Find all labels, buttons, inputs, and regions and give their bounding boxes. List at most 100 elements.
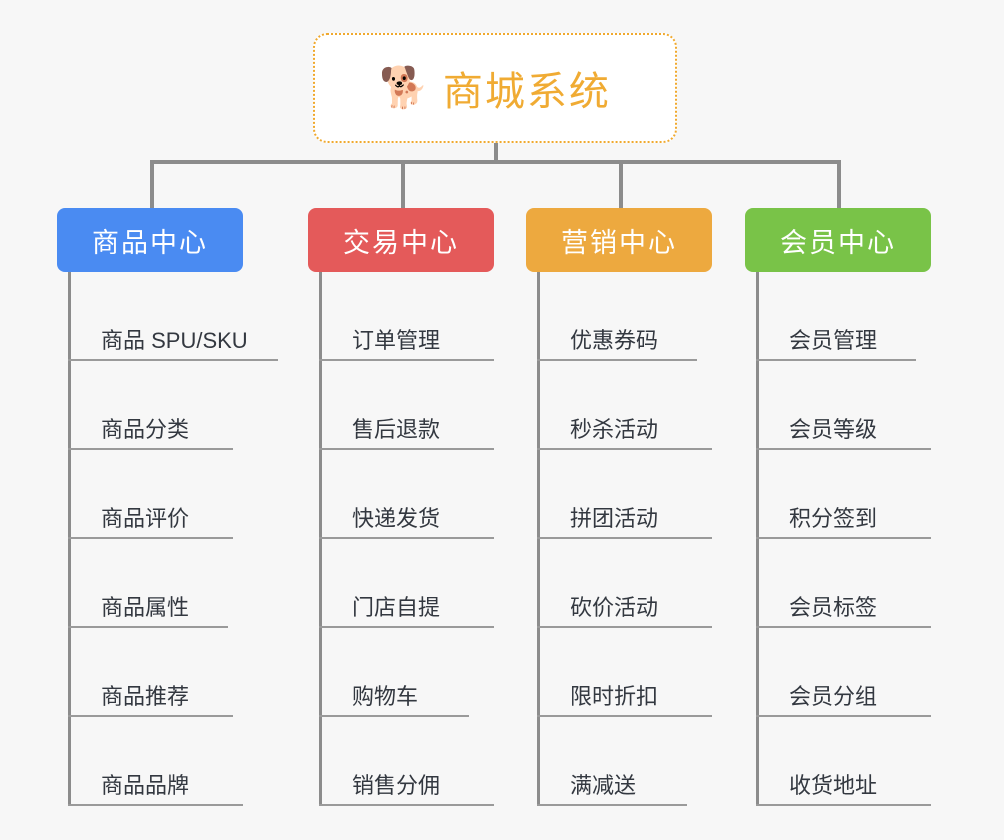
leaf-item-label: 会员管理 <box>789 327 878 353</box>
leaf-item[interactable]: 拼团活动 <box>526 450 712 539</box>
leaf-item-label: 商品属性 <box>101 594 190 620</box>
leaf-item[interactable]: 快递发货 <box>308 450 494 539</box>
leaf-item-underline <box>756 448 931 450</box>
leaf-item-label: 购物车 <box>352 683 419 709</box>
leaf-item[interactable]: 购物车 <box>308 628 494 717</box>
branch-drop-connector-marketing-center <box>619 160 623 208</box>
branch-drop-connector-product-center <box>150 160 154 208</box>
leaf-item-label: 商品分类 <box>101 416 190 442</box>
leaf-item-underline <box>537 715 712 717</box>
leaf-item-label: 订单管理 <box>352 327 441 353</box>
category-label: 营销中心 <box>561 227 677 258</box>
leaf-item-label: 砍价活动 <box>570 594 659 620</box>
leaf-list-marketing-center: 优惠券码秒杀活动拼团活动砍价活动限时折扣满减送 <box>526 272 712 806</box>
leaf-item-label: 积分签到 <box>789 505 878 531</box>
leaf-item[interactable]: 会员分组 <box>745 628 931 717</box>
branch-trade-center: 交易中心订单管理售后退款快递发货门店自提购物车销售分佣 <box>308 208 494 806</box>
leaf-item-underline <box>68 715 233 717</box>
leaf-item-label: 会员标签 <box>789 594 878 620</box>
category-box-trade-center[interactable]: 交易中心 <box>308 208 494 272</box>
leaf-trunk-connector <box>756 272 759 806</box>
leaf-item-label: 优惠券码 <box>570 327 659 353</box>
leaf-list-product-center: 商品 SPU/SKU 商品分类商品评价商品属性商品推荐商品品牌 <box>57 272 278 806</box>
leaf-item-underline <box>756 359 916 361</box>
leaf-item-underline <box>68 537 233 539</box>
root-node[interactable]: 🐕 商城系统 <box>313 33 677 143</box>
leaf-item-underline <box>537 804 687 806</box>
leaf-item-underline <box>537 359 697 361</box>
category-box-member-center[interactable]: 会员中心 <box>745 208 931 272</box>
branch-marketing-center: 营销中心优惠券码秒杀活动拼团活动砍价活动限时折扣满减送 <box>526 208 712 806</box>
branch-drop-connector-member-center <box>837 160 841 208</box>
leaf-item[interactable]: 限时折扣 <box>526 628 712 717</box>
leaf-item-label: 销售分佣 <box>352 772 441 798</box>
category-label: 商品中心 <box>92 227 208 258</box>
category-box-marketing-center[interactable]: 营销中心 <box>526 208 712 272</box>
leaf-item-label: 秒杀活动 <box>570 416 659 442</box>
leaf-item-label: 门店自提 <box>352 594 441 620</box>
dog-face-icon: 🐕 <box>379 66 429 110</box>
leaf-item-underline <box>537 448 712 450</box>
leaf-item-label: 商品 SPU/SKU <box>101 327 248 353</box>
leaf-item[interactable]: 会员等级 <box>745 361 931 450</box>
leaf-item[interactable]: 门店自提 <box>308 539 494 628</box>
category-box-product-center[interactable]: 商品中心 <box>57 208 243 272</box>
leaf-item-underline <box>756 626 931 628</box>
leaf-item-label: 商品推荐 <box>101 683 190 709</box>
leaf-item-underline <box>319 626 494 628</box>
leaf-item[interactable]: 订单管理 <box>308 272 494 361</box>
leaf-item-underline <box>319 715 469 717</box>
leaf-item-underline <box>319 448 494 450</box>
leaf-item-label: 商品品牌 <box>101 772 190 798</box>
leaf-item-label: 收货地址 <box>789 772 878 798</box>
leaf-item-underline <box>537 537 712 539</box>
leaf-item[interactable]: 会员管理 <box>745 272 931 361</box>
leaf-item-underline <box>68 448 233 450</box>
leaf-item-underline <box>68 626 228 628</box>
leaf-item[interactable]: 商品 SPU/SKU <box>57 272 278 361</box>
branch-drop-connector-trade-center <box>401 160 405 208</box>
root-title: 商城系统 <box>442 70 611 114</box>
leaf-item-underline <box>756 804 931 806</box>
category-label: 交易中心 <box>343 227 459 258</box>
leaf-item[interactable]: 收货地址 <box>745 717 931 806</box>
leaf-item[interactable]: 秒杀活动 <box>526 361 712 450</box>
leaf-item[interactable]: 商品分类 <box>57 361 243 450</box>
leaf-list-member-center: 会员管理会员等级积分签到会员标签会员分组收货地址 <box>745 272 931 806</box>
leaf-item-label: 售后退款 <box>352 416 441 442</box>
leaf-item-label: 快递发货 <box>352 505 441 531</box>
branch-product-center: 商品中心商品 SPU/SKU 商品分类商品评价商品属性商品推荐商品品牌 <box>57 208 278 806</box>
leaf-item[interactable]: 商品评价 <box>57 450 243 539</box>
leaf-item-underline <box>756 715 931 717</box>
leaf-trunk-connector <box>537 272 540 806</box>
leaf-item[interactable]: 砍价活动 <box>526 539 712 628</box>
leaf-item[interactable]: 售后退款 <box>308 361 494 450</box>
leaf-item[interactable]: 销售分佣 <box>308 717 494 806</box>
leaf-item[interactable]: 优惠券码 <box>526 272 712 361</box>
category-label: 会员中心 <box>780 227 896 258</box>
leaf-item-underline <box>537 626 712 628</box>
leaf-item-label: 会员分组 <box>789 683 878 709</box>
leaf-trunk-connector <box>68 272 71 806</box>
leaf-item[interactable]: 积分签到 <box>745 450 931 539</box>
leaf-item-label: 拼团活动 <box>570 505 659 531</box>
leaf-item[interactable]: 商品属性 <box>57 539 243 628</box>
branch-member-center: 会员中心会员管理会员等级积分签到会员标签会员分组收货地址 <box>745 208 931 806</box>
leaf-item-label: 商品评价 <box>101 505 190 531</box>
leaf-item[interactable]: 满减送 <box>526 717 712 806</box>
leaf-item-underline <box>68 359 278 361</box>
leaf-trunk-connector <box>319 272 322 806</box>
leaf-item[interactable]: 商品推荐 <box>57 628 243 717</box>
leaf-list-trade-center: 订单管理售后退款快递发货门店自提购物车销售分佣 <box>308 272 494 806</box>
leaf-item-underline <box>756 537 931 539</box>
leaf-item-underline <box>319 359 494 361</box>
leaf-item[interactable]: 会员标签 <box>745 539 931 628</box>
leaf-item-underline <box>68 804 243 806</box>
leaf-item-underline <box>319 804 494 806</box>
leaf-item[interactable]: 商品品牌 <box>57 717 243 806</box>
leaf-item-underline <box>319 537 494 539</box>
leaf-item-label: 限时折扣 <box>570 683 659 709</box>
root-stem-connector <box>494 143 498 164</box>
leaf-item-label: 满减送 <box>570 772 637 798</box>
